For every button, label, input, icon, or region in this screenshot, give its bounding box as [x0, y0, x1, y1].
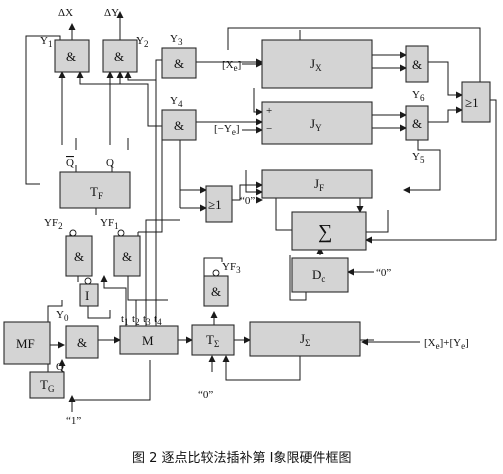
yf3-symbol: & — [211, 284, 221, 299]
y1-label: Y1 — [40, 35, 52, 49]
jy-label: JY — [310, 116, 322, 133]
and-gate-y5 — [405, 105, 429, 141]
or-gate-mid — [205, 185, 233, 223]
yf1-label: YF1 — [100, 217, 119, 231]
yf3-bubble — [212, 269, 220, 277]
jx-register — [261, 39, 373, 89]
m-label: M — [142, 333, 154, 348]
mf-oscillator — [3, 321, 51, 365]
y4-label: Y4 — [170, 95, 183, 109]
tg-q-label: Q — [56, 361, 64, 373]
and-gate-y0 — [65, 325, 99, 359]
zero-dc-label: “0” — [376, 267, 391, 279]
dc-label: Dc — [312, 267, 325, 284]
y6-symbol: & — [412, 57, 422, 72]
y6-label: Y6 — [412, 89, 425, 103]
figure-caption: 图 2 逐点比较法插补第 Ⅰ象限硬件框图 — [132, 451, 352, 466]
t1-label: t1 — [121, 313, 129, 327]
or-top-symbol: ≥1 — [465, 95, 479, 110]
or-gate-top — [461, 81, 491, 123]
i-bubble — [84, 277, 92, 285]
y2-symbol: & — [114, 49, 124, 64]
jy-plus: + — [266, 105, 272, 117]
t2-label: t2 — [132, 313, 140, 327]
y0-symbol: & — [77, 335, 87, 350]
tf-flipflop — [59, 171, 131, 209]
and-gate-y2 — [102, 39, 138, 73]
jsig-label: JΣ — [300, 331, 310, 348]
jsigma-counter — [249, 321, 361, 357]
y0-label: Y0 — [56, 309, 69, 323]
one-tg-label: “1” — [66, 415, 81, 427]
tf-label: TF — [90, 184, 103, 201]
jsig-input-label: [Xe]+[Ye] — [424, 337, 469, 351]
y3-symbol: & — [174, 56, 184, 71]
delta-x-label: ΔX — [58, 7, 73, 19]
t4-label: t4 — [154, 313, 162, 327]
y4-symbol: & — [174, 118, 184, 133]
tg-label: TG — [40, 377, 55, 394]
jx-label: JX — [310, 56, 322, 73]
m-distributor — [119, 325, 179, 355]
xe-input-label: [Xe] — [222, 59, 241, 73]
y1-symbol: & — [66, 49, 76, 64]
jy-minus: − — [266, 123, 272, 135]
yf1-bubble — [117, 229, 125, 237]
wires — [25, 11, 497, 412]
tsigma-flipflop — [191, 324, 235, 356]
zero-tsig-label: “0” — [198, 389, 213, 401]
jf-register — [261, 169, 373, 199]
sum-symbol: ∑ — [318, 221, 332, 243]
summation-unit — [291, 211, 367, 251]
dc-counter — [291, 257, 349, 293]
and-gate-y4 — [161, 109, 197, 141]
jy-register — [261, 101, 373, 145]
jf-label: JF — [314, 176, 324, 193]
and-gate-yf3 — [203, 275, 229, 307]
y5-label: Y5 — [412, 151, 425, 165]
and-gate-y3 — [161, 47, 197, 79]
y5-symbol: & — [412, 116, 422, 131]
inv-label: I — [85, 288, 89, 303]
tsig-label: TΣ — [206, 332, 219, 349]
and-gate-yf1 — [113, 235, 141, 277]
delta-y-label: ΔY — [104, 7, 119, 19]
and-gate-y6 — [405, 45, 429, 83]
or-mid-symbol: ≥1 — [208, 197, 222, 212]
yf2-symbol: & — [74, 249, 84, 264]
yf3-label: YF3 — [222, 261, 241, 275]
ye-input-label: [−Ye] — [214, 123, 239, 137]
t3-label: t3 — [143, 313, 151, 327]
mf-label: MF — [16, 336, 35, 351]
tg-flipflop — [29, 371, 65, 399]
zero-jf-label: “0” — [240, 195, 255, 207]
and-gate-y1 — [54, 39, 90, 73]
yf1-symbol: & — [122, 249, 132, 264]
q-label: Q — [106, 157, 114, 169]
yf2-bubble — [69, 229, 77, 237]
y3-label: Y3 — [170, 33, 183, 47]
and-gate-yf2 — [65, 235, 93, 277]
yf2-label: YF2 — [44, 217, 63, 231]
y2-label: Y2 — [136, 35, 148, 49]
qbar-label: Q — [66, 157, 74, 169]
